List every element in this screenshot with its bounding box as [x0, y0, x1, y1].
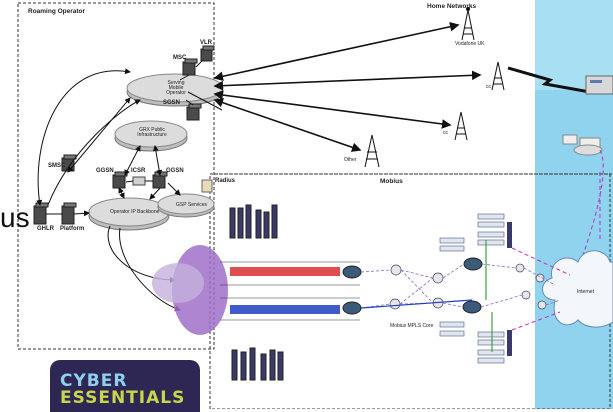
- tower-cc-2: [454, 111, 468, 141]
- msc-label: MSC: [173, 55, 187, 61]
- roaming-operator-panel: [17, 2, 215, 350]
- mobius-title: Mobius: [380, 178, 403, 185]
- gsp-disc: [157, 193, 215, 218]
- smsc-label: SMSC: [48, 163, 66, 169]
- badge-line-cyber: CYBER: [60, 371, 128, 391]
- internet-cloud-label: Internet: [577, 289, 594, 295]
- sgsn-label: SGSN: [163, 100, 181, 106]
- serving-operator-label: Serving Mobile Operator: [166, 80, 186, 96]
- right-rack-top: [439, 213, 505, 252]
- sgsn-server: [186, 103, 202, 121]
- tower-label-other: Other: [344, 157, 357, 163]
- gateway-device: [585, 75, 613, 95]
- platform-label: Platform: [60, 226, 85, 232]
- tower-label-vodafone: Vodafone UK: [455, 41, 485, 47]
- home-networks-title: Home Networks: [427, 3, 477, 10]
- tower-label-cc-2: cc: [443, 130, 448, 136]
- grx-label: GRX Public Infrastructure: [137, 127, 167, 138]
- grx-disc: [114, 120, 188, 152]
- vlr-server: [200, 45, 215, 62]
- ggsn-left-label: GGSN: [96, 168, 114, 174]
- mpls-core-label: Mobius MPLS Core: [390, 323, 434, 329]
- red-link-band: [230, 267, 340, 276]
- right-small-devices: [562, 134, 603, 156]
- cyber-essentials-badge: CYBER ESSENTIALS: [50, 360, 200, 412]
- ggsn-right-label: GGSN: [166, 168, 184, 174]
- icsr-box: [132, 176, 146, 186]
- msc-server: [182, 58, 198, 76]
- internet-cloud: [542, 250, 613, 328]
- gsp-label: GSP Services: [176, 202, 208, 208]
- radius-server: [201, 179, 213, 193]
- tower-label-cc-1: cc: [486, 84, 491, 90]
- right-rack-bottom: [439, 321, 505, 364]
- tower-cc-1: [491, 61, 505, 91]
- tower-vodafone: [461, 7, 475, 41]
- rack-row-top: [229, 204, 278, 239]
- tower-other: [364, 134, 380, 168]
- lightning-link: [507, 66, 591, 94]
- rack-row-bottom: [231, 347, 284, 381]
- right-background-band-top: [535, 0, 613, 90]
- operator-ip-label: Operator IP Backbone: [110, 209, 160, 215]
- roaming-operator-title: Roaming Operator: [28, 8, 86, 15]
- badge-line-essentials: ESSENTIALS: [60, 388, 186, 408]
- platform-server: [61, 202, 77, 225]
- blue-link-band: [230, 305, 340, 314]
- ghlr-server: [33, 202, 49, 225]
- core-routers: [342, 257, 483, 315]
- vlr-label: VLR: [200, 40, 212, 46]
- icsr-label: ICSR: [131, 168, 146, 174]
- clipped-heading-fragment: us: [0, 202, 30, 233]
- ghlr-label: GHLR: [37, 226, 54, 232]
- radius-label: Radius: [215, 178, 236, 184]
